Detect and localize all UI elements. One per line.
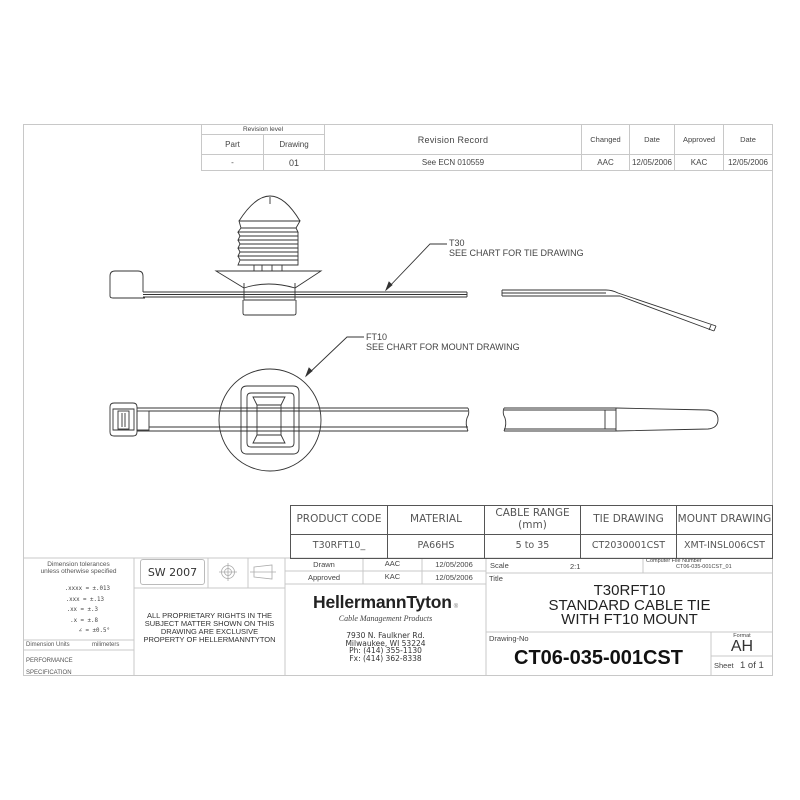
mount-drawing-value: XMT-INSL006CST [676,534,773,559]
computer-file-number: Computer File Number CT06-035-001CST_01 [646,558,732,570]
mount-callout-leader [304,336,364,378]
address-line2: Milwaukee, WI 53224 [345,638,426,648]
cable-range-unit: (mm) [518,519,547,531]
company-name: HellermannTyton [313,592,452,612]
registered-mark: ® [453,604,458,610]
cable-range-value: 5 to 35 [484,534,581,559]
proprietary-notice: ALL PROPRIETARY RIGHTS IN THE SUBJECT MA… [134,612,285,644]
sheet-label: Sheet [714,661,734,670]
dimension-units-value: milimeters [92,642,120,648]
tolerance-row: .xxx = ±.13 [65,596,104,603]
target-icon [219,563,237,581]
product-header-material: MATERIAL [387,505,485,535]
tolerances-heading-line2: unless otherwise specified [40,568,117,575]
sheet-value: 1 of 1 [740,660,764,671]
performance-spec-line1: PERFORMANCE [26,658,73,664]
drawn-label: Drawn [313,560,335,569]
tolerance-list: .xxxx = ±.013 .xxx = ±.13 .xx = ±.3 .x =… [40,584,120,637]
tolerance-row-angle: ∠ = ±0.5° [78,628,110,634]
product-header-mount-drawing: MOUNT DRAWING [676,505,773,535]
cable-range-label: CABLE RANGE [495,507,570,520]
material-value: PA66HS [387,534,485,559]
side-view-cable-tie [109,270,717,332]
tie-callout: T30 SEE CHART FOR TIE DRAWING [449,238,584,258]
product-header-tie-drawing: TIE DRAWING [580,505,677,535]
title-line: WITH FT10 MOUNT [561,611,698,628]
projection-icon [250,564,276,580]
side-view-fir-tree-mount [214,195,323,316]
top-view-cable-tie [109,402,719,437]
tolerance-row: .xx = ±.3 [66,607,98,613]
approved-by: KAC [384,572,401,581]
approved-label: Approved [307,573,341,582]
performance-specification: PERFORMANCE SPECIFICATION [26,655,73,679]
tolerances-heading-line1: Dimension tolerances [47,561,110,568]
product-header-code: PRODUCT CODE [290,505,388,535]
notice-line: SUBJECT MATTER SHOWN ON THIS [144,619,275,628]
drawn-date: 12/05/2006 [435,560,473,569]
notice-line: ALL PROPRIETARY RIGHTS IN THE [146,611,273,620]
mount-callout: FT10 SEE CHART FOR MOUNT DRAWING [366,332,520,352]
company-logo: HellermannTyton® [285,592,486,613]
format-value: AH [730,638,754,655]
company-address: 7930 N. Faulkner Rd. Milwaukee, WI 53224… [285,632,486,662]
dimension-units-label: Dimension Units [26,642,70,648]
company-fax: Fx: (414) 362-8338 [349,653,422,663]
tolerance-row: .x = ±.8 [70,617,98,624]
top-view-mount [218,368,322,472]
notice-line: PROPERTY OF HELLERMANNTYTON [143,635,276,644]
company-phone: Ph: (414) 355-1130 [349,646,422,655]
title-line: T30RFT10 [593,582,666,599]
mount-callout-code: FT10 [366,332,388,342]
tie-callout-code: T30 [449,238,465,248]
format-label: Format [733,633,751,639]
tie-callout-leader [384,243,447,292]
scale-label: Scale [490,561,509,570]
company-tagline: Cable Management Products [338,614,433,623]
tie-drawing-value: CT2030001CST [580,534,677,559]
performance-spec-line2: SPECIFICATION [26,670,72,676]
tolerances-heading: Dimension tolerances unless otherwise sp… [23,561,134,575]
drawing-number: CT06-035-001CST [514,647,683,669]
mount-callout-note: SEE CHART FOR MOUNT DRAWING [366,342,520,352]
tolerance-row: .xxxx = ±.013 [64,586,110,592]
approved-date: 12/05/2006 [435,573,473,582]
company-block: HellermannTyton® Cable Management Produc… [285,592,486,662]
computer-file-value: CT06-035-001CST_01 [676,564,732,570]
scale-value: 2:1 [570,562,581,571]
drawn-by: AAC [384,559,401,568]
drawing-no-label: Drawing-No [489,634,529,643]
tie-callout-note: SEE CHART FOR TIE DRAWING [449,248,584,258]
product-header-cable-range: CABLE RANGE (mm) [484,505,581,535]
notice-line: DRAWING ARE EXCLUSIVE [160,627,259,636]
drawing-title: T30RFT10 STANDARD CABLE TIE WITH FT10 MO… [486,582,773,628]
title-label: Title [489,574,503,583]
rev-row-date2: 12/05/2006 [723,154,773,171]
address-line1: 7930 N. Faulkner Rd. [346,631,425,640]
title-line: STANDARD CABLE TIE [548,596,711,614]
sw-version-badge: SW 2007 [140,559,205,585]
computer-file-label: Computer File Number [646,558,702,564]
product-code-value: T30RFT10_ [290,534,388,559]
